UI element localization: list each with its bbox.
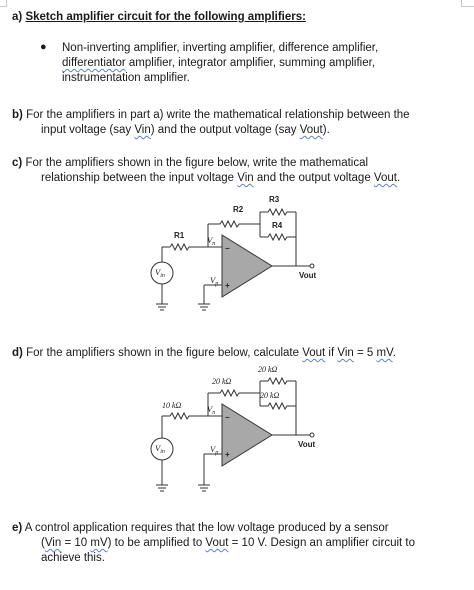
label-plus: + <box>225 450 230 459</box>
label-r4: 20 kΩ <box>260 391 280 400</box>
resistor-r3 <box>260 207 296 217</box>
part-e-vin: Vin <box>44 537 62 549</box>
label-r3: R3 <box>269 195 280 204</box>
part-d-line: d) For the amplifiers shown in the figur… <box>12 346 396 361</box>
label-r2: R2 <box>233 205 244 214</box>
part-c-vout: Vout <box>373 172 397 184</box>
part-d-line-a: For the amplifiers shown in the figure b… <box>26 347 303 359</box>
part-e-letter: e) <box>12 522 23 534</box>
label-minus: − <box>225 413 230 422</box>
part-a-bullet-line-1: Non-inverting amplifier, inverting ampli… <box>62 42 379 54</box>
part-e-line-1-text: A control application requires that the … <box>24 522 389 534</box>
label-vout: Vout <box>299 271 317 280</box>
part-c-vin: Vin <box>237 172 254 184</box>
op-amp-triangle <box>221 234 273 298</box>
label-r1: 10 kΩ <box>162 401 182 410</box>
part-c-letter: c) <box>12 157 23 169</box>
part-a-title: Sketch amplifier circuit for the followi… <box>25 11 306 23</box>
part-a-bullet-line-2-rest: amplifier, integrator amplifier, summing… <box>125 57 375 69</box>
label-r4: R4 <box>272 221 283 230</box>
label-r3: 20 kΩ <box>258 365 278 374</box>
label-vn: Vn <box>207 235 215 247</box>
part-e-line-1: e) A control application requires that t… <box>12 521 389 536</box>
label-vn: Vn <box>207 404 215 416</box>
part-d-unit: mV <box>376 347 393 359</box>
part-b-line-2-a: input voltage (say <box>41 124 135 136</box>
resistor-r2 <box>208 388 260 398</box>
label-vp: Vp <box>210 275 218 287</box>
part-a-heading: a) Sketch amplifier circuit for the foll… <box>12 10 306 25</box>
part-a-bullet-line-3: instrumentation amplifier. <box>62 72 190 84</box>
part-b-letter: b) <box>12 109 23 121</box>
part-e-line-3: achieve this. <box>41 552 105 564</box>
part-e-line-2-d: = 10 V. Design an amplifier circuit to <box>228 537 415 549</box>
part-b-vin: Vin <box>134 124 151 136</box>
part-b-line-2-c: ). <box>322 124 330 136</box>
part-e-line-2-a: ( <box>41 537 45 549</box>
word-differentiator: differentiator <box>62 57 126 69</box>
label-plus: + <box>225 281 230 290</box>
part-e-line-2-b: = 10 <box>61 537 91 549</box>
part-c-line-2-c: . <box>396 172 401 184</box>
part-c-line-2-a: relationship between the input voltage <box>41 172 238 184</box>
part-c-line-1-text: For the amplifiers shown in the figure b… <box>25 157 369 169</box>
part-a-bullet-line-2: differentiator amplifier, integrator amp… <box>62 56 375 71</box>
part-b-line-2-b: ) and the output voltage (say <box>150 124 300 136</box>
label-r2: 20 kΩ <box>212 377 232 386</box>
part-b-vout: Vout <box>299 124 323 136</box>
label-minus: − <box>225 244 230 253</box>
label-vout: Vout <box>298 440 316 449</box>
output-terminal <box>309 263 315 269</box>
part-c-line-2-b: and the output voltage <box>253 172 374 184</box>
page-corner-mark-left <box>0 0 7 7</box>
part-c-line-1: c) For the amplifiers shown in the figur… <box>12 156 368 171</box>
bullet-icon: ● <box>40 41 47 53</box>
part-e-line-2: (Vin = 10 mV) to be amplified to Vout = … <box>41 536 415 551</box>
part-d-line-c: = 5 <box>353 347 377 359</box>
part-b-line-1: b) For the amplifiers in part a) write t… <box>12 108 410 123</box>
op-amp-triangle <box>221 403 273 467</box>
label-r1: R1 <box>174 231 185 240</box>
part-d-line-b: if <box>325 347 338 359</box>
page-corner-mark-right <box>461 0 474 7</box>
output-terminal <box>309 432 315 438</box>
resistor-r4 <box>260 401 296 411</box>
resistor-r1 <box>162 242 208 252</box>
part-e-line-2-c: ) to be amplified to <box>107 537 206 549</box>
label-vin: Vin <box>155 267 165 279</box>
label-vin: Vin <box>155 443 165 455</box>
part-b-line-2: input voltage (say Vin) and the output v… <box>41 123 330 138</box>
label-vp: Vp <box>210 444 218 456</box>
resistor-r4 <box>260 232 296 242</box>
part-d-letter: d) <box>12 347 23 359</box>
resistor-r3 <box>260 376 296 386</box>
part-d-vin: Vin <box>337 347 354 359</box>
part-d-vout: Vout <box>302 347 326 359</box>
resistor-r1 <box>162 411 208 421</box>
part-b-line-1-text: For the amplifiers in part a) write the … <box>26 109 410 121</box>
part-e-vout: Vout <box>205 537 229 549</box>
part-c-line-2: relationship between the input voltage V… <box>41 171 400 186</box>
part-e-unit: mV <box>90 537 108 549</box>
part-a-letter: a) <box>12 11 23 23</box>
part-d-line-d: . <box>392 347 396 359</box>
resistor-r2 <box>208 219 260 229</box>
